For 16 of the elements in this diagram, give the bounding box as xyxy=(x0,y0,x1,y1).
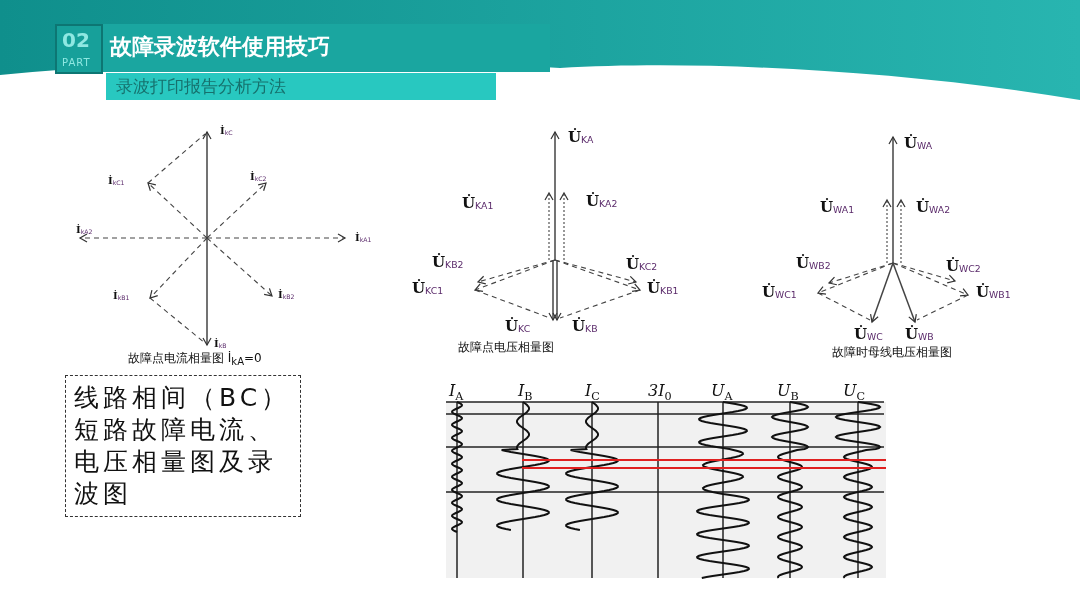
part-label: PART xyxy=(62,58,91,68)
trace-label: I$_{C}$ xyxy=(585,383,600,403)
trace-label: 3I$_{0}$ xyxy=(648,383,672,403)
subtitle: 录波打印报告分析方法 xyxy=(116,78,286,95)
slide-title: 故障录波软件使用技巧 xyxy=(110,36,330,58)
trace-label: U$_{C}$ xyxy=(843,383,866,403)
trace-label: U$_{B}$ xyxy=(777,383,799,403)
figure-caption: 故障点电压相量图 xyxy=(458,341,554,353)
trace-label: I$_{A}$ xyxy=(449,383,464,403)
part-number: 02 xyxy=(62,30,90,50)
figure-caption: 故障时母线电压相量图 xyxy=(832,346,952,358)
trace-label: I$_{B}$ xyxy=(518,383,533,403)
figure-caption: 故障点电流相量图 İ$_{kA}$=0 xyxy=(128,352,262,368)
trace-label: U$_{A}$ xyxy=(711,383,733,403)
note-text: 线路相间（BC）短路故障电流、电压相量图及录波图 xyxy=(74,382,292,510)
note-box xyxy=(65,375,301,517)
